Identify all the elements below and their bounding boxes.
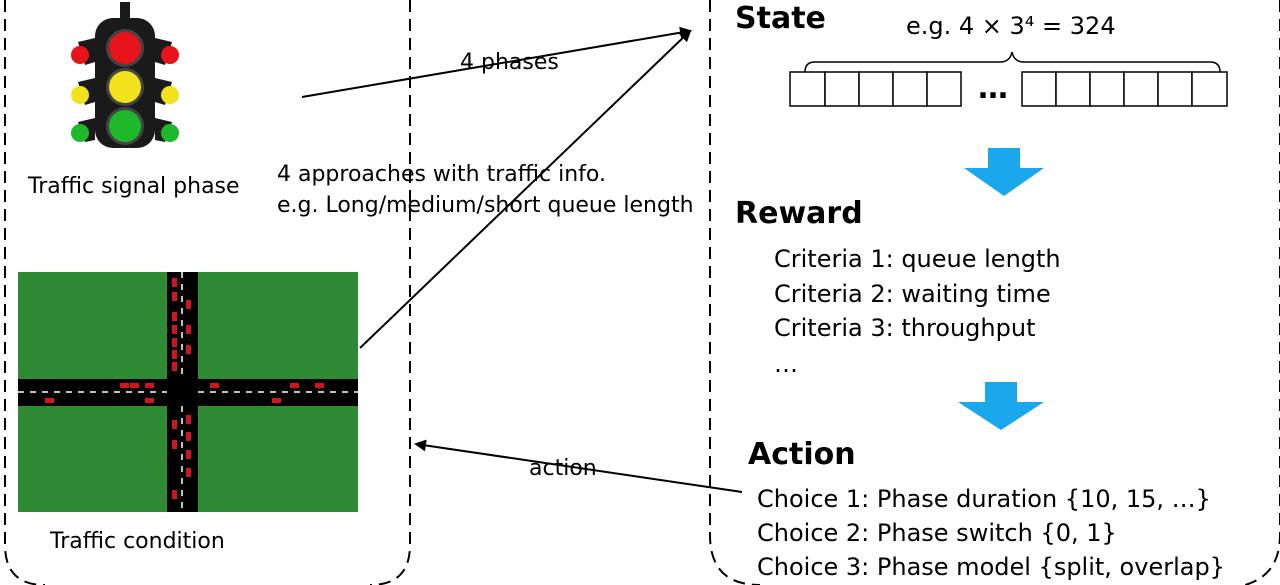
phases-arrow (301, 26, 692, 98)
action-choice-3: Choice 3: Phase model {split, overlap} (757, 553, 1225, 581)
state-formula: e.g. 4 × 3⁴ = 324 (906, 12, 1116, 40)
intersection-map (18, 272, 358, 512)
left-panel-border (4, 0, 411, 585)
reward-criterion-3: Criteria 3: throughput (774, 314, 1036, 342)
signal-phase-label: Traffic signal phase (28, 174, 240, 199)
action-label: action (529, 456, 597, 481)
state-ellipsis: … (978, 71, 1008, 106)
reward-criterion-more: … (774, 350, 798, 378)
reward-criterion-1: Criteria 1: queue length (774, 245, 1061, 273)
traffic-condition-label: Traffic condition (50, 529, 225, 554)
approaches-line-1: 4 approaches with traffic info. (277, 162, 606, 187)
reward-criterion-2: Criteria 2: waiting time (774, 280, 1051, 308)
action-arrow (414, 439, 743, 493)
traffic-light-brand: AATARG (108, 151, 141, 160)
down-arrow-2 (958, 382, 1044, 430)
state-vector (789, 71, 1228, 107)
action-title: Action (748, 437, 856, 472)
reward-title: Reward (735, 196, 863, 231)
state-title: State (735, 1, 826, 36)
traffic-light-icon: AATARG (71, 2, 179, 160)
vehicles (45, 278, 324, 499)
action-choice-2: Choice 2: Phase switch {0, 1} (757, 519, 1117, 547)
approaches-line-2: e.g. Long/medium/short queue length (277, 193, 694, 218)
phases-label: 4 phases (460, 50, 559, 75)
state-brace (804, 51, 1221, 73)
approaches-arrow (359, 29, 692, 349)
action-choice-1: Choice 1: Phase duration {10, 15, …} (757, 485, 1211, 513)
down-arrow-1 (964, 148, 1044, 196)
